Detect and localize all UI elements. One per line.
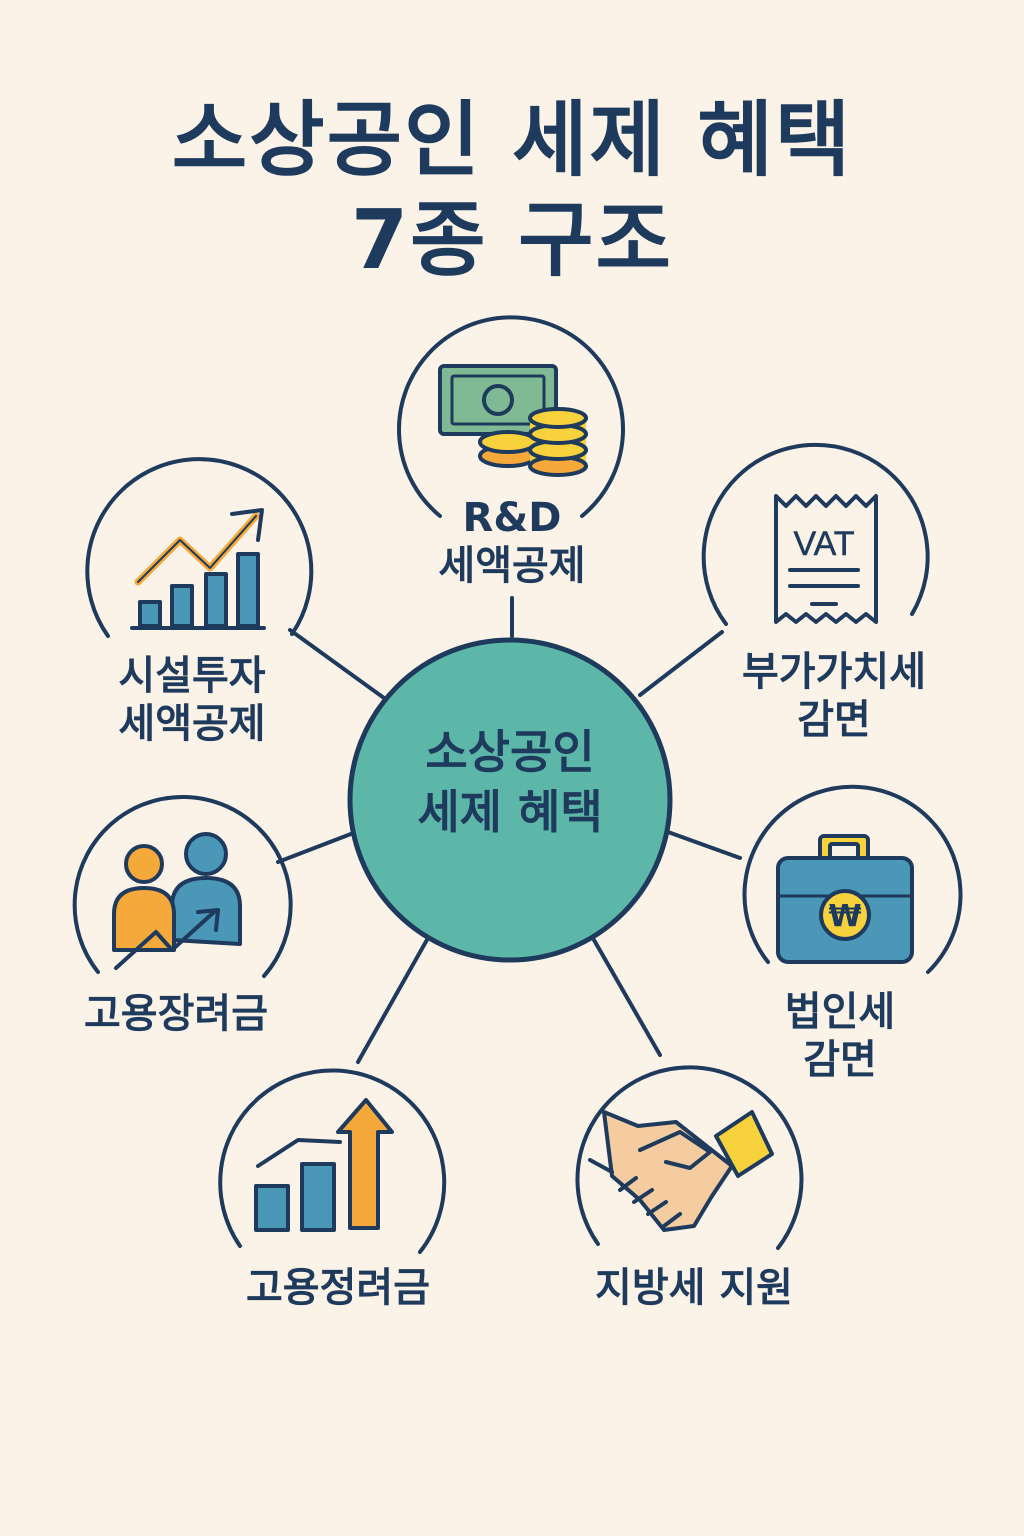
connector-facility: [288, 628, 386, 700]
center-label-line-1: 소상공인: [425, 725, 595, 779]
node-label-employment-b-line-1: 고용정려금: [246, 1265, 430, 1311]
won-briefcase-icon: [776, 834, 914, 964]
center-circle: [347, 637, 673, 963]
node-ring-rnd: [397, 315, 625, 518]
node-label-corporate: 법인세 감면: [760, 988, 920, 1084]
node-label-rnd: R&D 세액공제: [412, 494, 612, 590]
vat-receipt-icon: [774, 494, 878, 624]
node-ring-facility: [85, 457, 314, 638]
node-label-local: 지방세 지원: [574, 1264, 814, 1312]
node-label-facility-line-1: 시설투자: [118, 653, 266, 699]
node-ring-corporate: [742, 784, 963, 974]
node-ring-local: [575, 1065, 804, 1250]
node-label-corporate-line-1: 법인세: [784, 989, 896, 1035]
connector-local: [592, 938, 662, 1057]
center-label-line-2: 세제 혜택: [417, 785, 603, 839]
node-label-facility-line-2: 세액공제: [118, 701, 266, 747]
page-title-line-1: 소상공인 세제 혜택: [171, 93, 853, 188]
connector-vat: [638, 630, 724, 697]
connector-employment-a: [276, 830, 358, 864]
node-ring-employment-b: [218, 1068, 447, 1254]
center-label: 소상공인 세제 혜택: [350, 722, 670, 842]
connector-employment-b: [356, 936, 430, 1064]
node-label-employment-a: 고용장려금: [66, 990, 286, 1038]
rising-bar-chart-icon: [254, 1098, 394, 1232]
connector-corporate: [666, 830, 742, 860]
node-label-employment-a-line-1: 고용장려금: [84, 991, 268, 1037]
node-label-rnd-line-1: R&D: [462, 495, 562, 541]
node-ring-employment-a: [72, 794, 293, 978]
node-label-corporate-line-2: 감면: [803, 1037, 877, 1083]
node-label-vat: 부가가치세 감면: [724, 648, 944, 744]
money-coins-icon: [438, 364, 588, 477]
node-label-employment-b: 고용정려금: [228, 1264, 448, 1312]
vat-icon-label: VAT: [793, 525, 854, 563]
won-icon-glyph: ₩: [828, 899, 861, 934]
node-label-local-line-1: 지방세 지원: [595, 1265, 793, 1311]
node-label-rnd-line-2: 세액공제: [438, 543, 586, 589]
node-label-vat-line-2: 감면: [797, 697, 871, 743]
node-label-vat-line-1: 부가가치세: [742, 649, 926, 695]
page-title-line-2: 7종 구조: [351, 193, 673, 288]
node-label-facility: 시설투자 세액공제: [92, 652, 292, 748]
node-ring-vat: [701, 442, 930, 626]
handshake-icon: [588, 1110, 774, 1232]
growth-chart-icon: [130, 508, 266, 630]
people-growth-icon: [112, 832, 242, 970]
